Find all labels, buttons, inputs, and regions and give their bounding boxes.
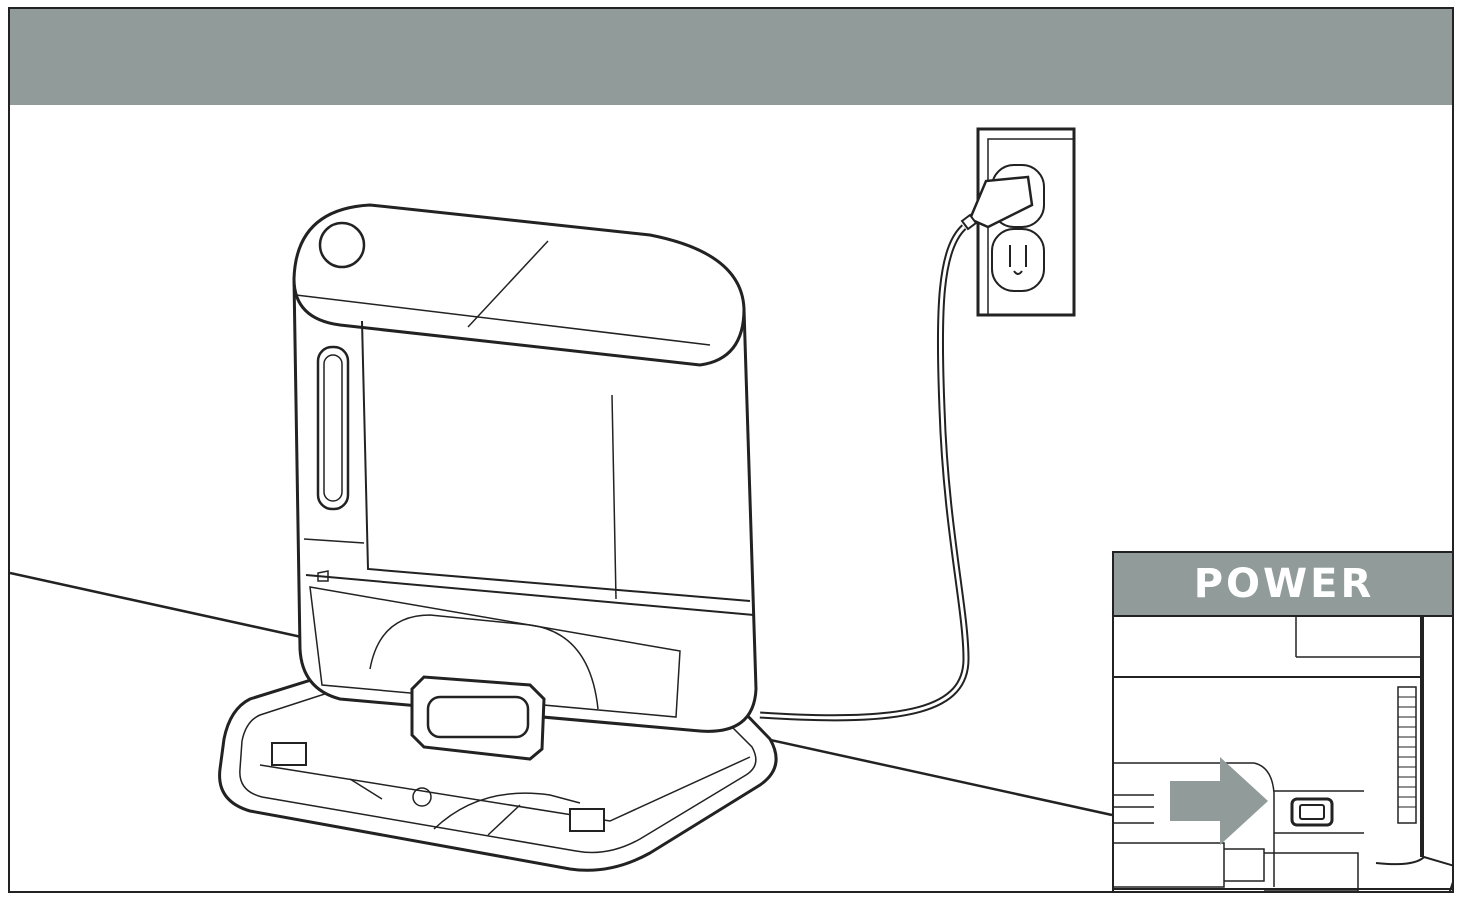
vent-slots [1397, 686, 1417, 824]
header-band [10, 9, 1452, 105]
setup-illustration [10, 127, 1113, 872]
power-switch-closeup [1114, 617, 1452, 891]
instruction-figure: POWER [8, 7, 1454, 893]
power-plug-icon [960, 175, 1034, 231]
dock-body [292, 203, 758, 761]
power-switch-icon [1290, 797, 1334, 827]
power-switch-inset: POWER [1112, 551, 1452, 891]
inset-header: POWER [1114, 553, 1452, 617]
arrow-right-icon [1170, 757, 1268, 845]
power-cord [759, 224, 970, 722]
inset-title: POWER [1193, 561, 1375, 607]
